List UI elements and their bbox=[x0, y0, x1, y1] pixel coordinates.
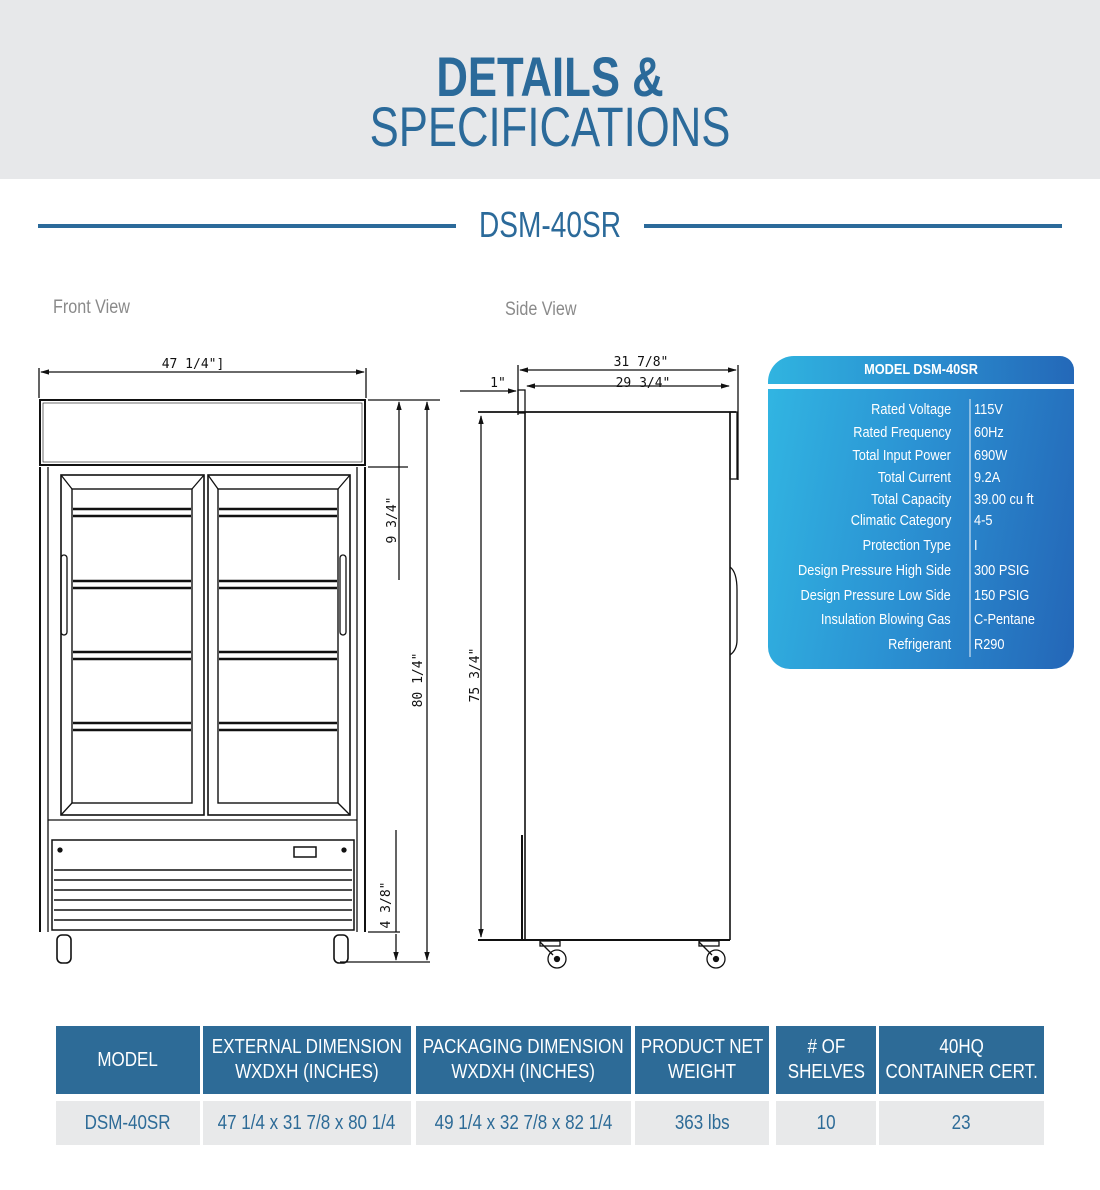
spec-label: Design Pressure High Side bbox=[797, 562, 951, 579]
front-width-dim: 47 1/4"] bbox=[162, 357, 225, 372]
spec-row: Rated Voltage 115V bbox=[768, 401, 1074, 423]
spec-row: Climatic Category 4-5 bbox=[768, 512, 1074, 534]
front-view-label: Front View bbox=[53, 297, 130, 318]
spec-card: MODEL DSM-40SR Rated Voltage 115V Rated F… bbox=[768, 356, 1074, 669]
side-door-offset-dim: 1" bbox=[490, 376, 506, 391]
side-height-dim: 75 3/4" bbox=[468, 648, 483, 703]
spec-label: Total Capacity bbox=[870, 491, 951, 508]
spec-label: Insulation Blowing Gas bbox=[821, 611, 951, 628]
front-top-dim: 9 3/4" bbox=[385, 497, 400, 544]
table-cell-model: DSM-40SR bbox=[56, 1101, 200, 1145]
spec-divider bbox=[969, 399, 971, 657]
model-heading: DSM-40SR bbox=[478, 204, 621, 245]
page-title-line1: DETAILS & bbox=[436, 45, 664, 108]
table-cell-container-cert: 23 bbox=[879, 1101, 1044, 1145]
spec-row: Total Input Power 690W bbox=[768, 447, 1074, 469]
spec-value: C-Pentane bbox=[974, 611, 1035, 628]
front-height-dim: 80 1/4" bbox=[411, 653, 426, 708]
spec-value: R290 bbox=[974, 636, 1005, 653]
spec-value: 690W bbox=[974, 447, 1008, 464]
side-view-label: Side View bbox=[505, 299, 577, 320]
spec-label: Climatic Category bbox=[850, 512, 951, 529]
spec-value: I bbox=[974, 537, 978, 554]
spec-label: Rated Voltage bbox=[870, 401, 951, 418]
spec-row: Design Pressure High Side 300 PSIG bbox=[768, 562, 1074, 584]
spec-row: Design Pressure Low Side 150 PSIG bbox=[768, 587, 1074, 609]
spec-label: Refrigerant bbox=[887, 636, 951, 653]
spec-row: Protection Type I bbox=[768, 537, 1074, 559]
spec-label: Total Input Power bbox=[852, 447, 951, 464]
spec-row: Total Capacity 39.00 cu ft bbox=[768, 491, 1074, 513]
spec-label: Design Pressure Low Side bbox=[800, 587, 951, 604]
spec-row: Rated Frequency 60Hz bbox=[768, 424, 1074, 446]
spec-row: Insulation Blowing Gas C-Pentane bbox=[768, 611, 1074, 633]
side-overall-depth-dim: 31 7/8" bbox=[614, 355, 669, 370]
divider-right bbox=[644, 224, 1062, 228]
spec-value: 9.2A bbox=[974, 469, 1001, 486]
table-cell-shelves: 10 bbox=[776, 1101, 876, 1145]
spec-value: 115V bbox=[974, 401, 1003, 418]
header-banner: DETAILS & SPECIFICATIONS bbox=[0, 0, 1100, 179]
spec-label: Total Current bbox=[878, 469, 951, 486]
page-title-line2: SPECIFICATIONS bbox=[369, 95, 731, 158]
table-cell-packaging-dimension: 49 1/4 x 32 7/8 x 82 1/4 bbox=[416, 1101, 631, 1145]
spec-label: Protection Type bbox=[862, 537, 951, 554]
spec-value: 60Hz bbox=[974, 424, 1004, 441]
spec-card-body: Rated Voltage 115V Rated Frequency 60Hz To… bbox=[768, 389, 1074, 669]
table-header-model: MODEL bbox=[56, 1026, 200, 1094]
spec-value: 300 PSIG bbox=[974, 562, 1030, 579]
front-view-drawing bbox=[38, 368, 440, 964]
spec-row: Total Current 9.2A bbox=[768, 469, 1074, 491]
divider-left bbox=[38, 224, 456, 228]
side-body-depth-dim: 29 3/4" bbox=[616, 376, 671, 391]
technical-drawing: 47 1/4"] 9 3/4" 80 1/4" 4 3/8" 31 7/8" 2… bbox=[38, 355, 739, 969]
table-cell-net-weight: 363 lbs bbox=[635, 1101, 769, 1145]
side-view-drawing bbox=[460, 365, 739, 969]
spec-row: Refrigerant R290 bbox=[768, 636, 1074, 658]
spec-value: 150 PSIG bbox=[974, 587, 1030, 604]
spec-value: 4-5 bbox=[974, 512, 993, 529]
spec-card-header: MODEL DSM-40SR bbox=[768, 356, 1074, 384]
front-base-dim: 4 3/8" bbox=[379, 882, 394, 929]
spec-label: Rated Frequency bbox=[853, 424, 951, 441]
spec-card-title: MODEL DSM-40SR bbox=[864, 361, 978, 378]
table-cell-external-dimension: 47 1/4 x 31 7/8 x 80 1/4 bbox=[203, 1101, 411, 1145]
spec-value: 39.00 cu ft bbox=[974, 491, 1034, 508]
